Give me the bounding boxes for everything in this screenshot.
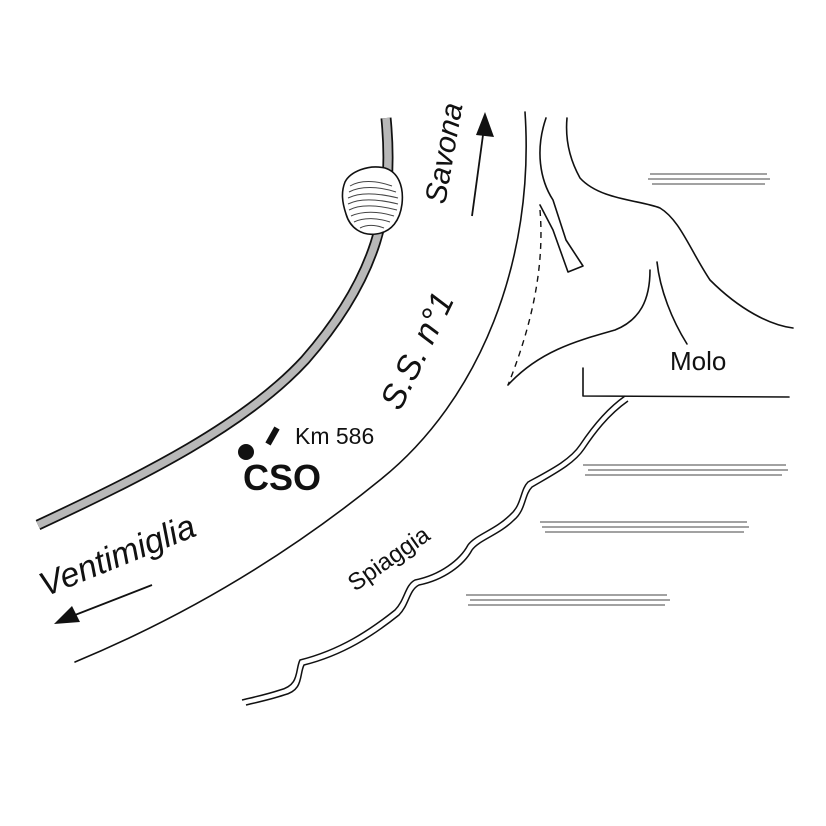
km-label: Km 586	[295, 423, 374, 449]
railway	[35, 117, 394, 530]
arrow-to-ventimiglia-icon	[54, 584, 153, 624]
dashed-path	[507, 209, 542, 386]
harbour-lines	[507, 117, 794, 398]
savona-label: Savona	[419, 100, 469, 206]
arrow-to-savona-icon	[471, 112, 494, 217]
molo-label: Molo	[670, 346, 726, 376]
road-edge	[74, 111, 527, 663]
cso-label: CSO	[243, 457, 321, 498]
water-hatching	[466, 173, 788, 606]
beach-shoreline	[241, 395, 629, 706]
rock-outcrop	[341, 166, 404, 236]
road-label: S.S. n°1	[373, 286, 462, 415]
km-marker-tick	[265, 426, 280, 446]
spiaggia-label: Spiaggia	[343, 521, 436, 597]
cso-station-dot	[238, 444, 254, 460]
ventimiglia-label: Ventimiglia	[34, 507, 201, 604]
